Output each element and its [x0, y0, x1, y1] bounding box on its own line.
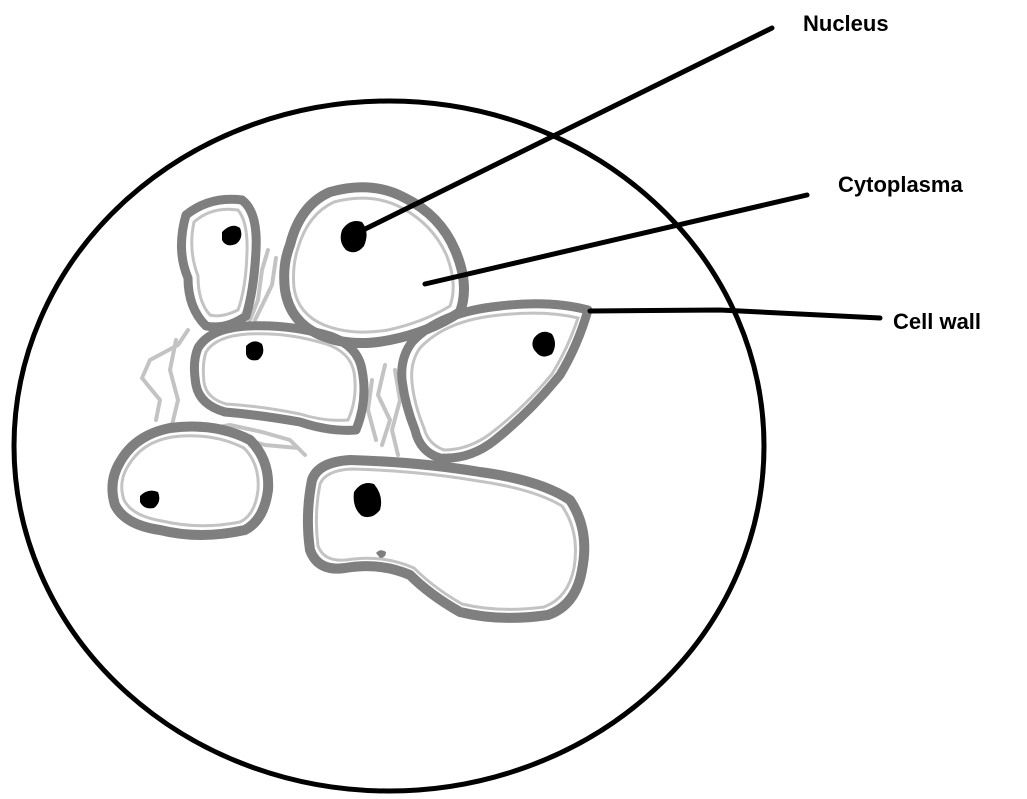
cell-wall-inner — [316, 469, 575, 609]
cell-3 — [194, 326, 364, 431]
cell-6 — [308, 460, 584, 618]
cell-wall-label: Cell wall — [893, 309, 981, 334]
cell-wall-inner — [122, 436, 258, 526]
nucleus-pointer-line — [355, 28, 772, 234]
cell-1 — [181, 199, 256, 327]
cell-wall-inner — [192, 209, 247, 316]
cell-wall-inner — [203, 334, 355, 421]
nucleus-label: Nucleus — [803, 11, 889, 36]
cytoplasma-label: Cytoplasma — [838, 172, 963, 197]
cytoplasma-pointer-line — [425, 195, 807, 284]
cell-5 — [112, 427, 268, 536]
cell-4 — [402, 304, 588, 458]
